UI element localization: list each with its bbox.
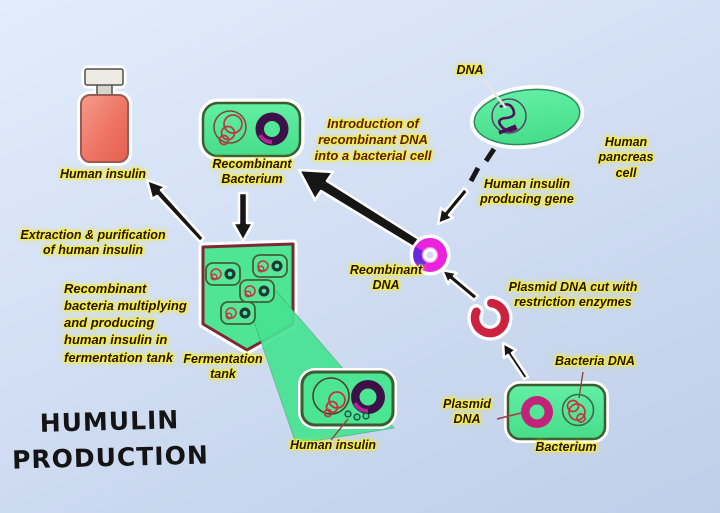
bacteria-dna-squiggle [566, 399, 586, 423]
label-human-insulin-bottle: Human insulin [59, 167, 147, 181]
tank-bacteria-icons [205, 254, 288, 325]
label-bacterium: Bacterium [535, 440, 597, 454]
label-plasmid-dna: Plasmid DNA [443, 397, 491, 427]
recombinant-plasmid-squiggle [218, 114, 243, 146]
arrow-dna-to-bacterium [297, 168, 421, 249]
label-recombinant-bacterium: Recombinant Bacterium [212, 157, 292, 187]
bacterium-icon [496, 371, 609, 443]
label-dna: DNA [456, 63, 484, 77]
enlarged-squiggle [323, 391, 346, 418]
label-extraction: Extraction & purification of human insul… [20, 228, 166, 258]
pancreas-cell-icon [469, 79, 585, 150]
enlarged-bacterium-icon [298, 368, 397, 441]
insulin-bottle-icon [77, 65, 132, 166]
label-human-insulin-product: Human insulin [289, 438, 377, 452]
dna-pointer-line [483, 79, 507, 109]
plasmid-dna-pointer-line [496, 412, 522, 420]
label-human-pancreas-cell: Human pancreas cell [598, 135, 654, 180]
process-arrows [145, 147, 530, 381]
bacteria-dna-pointer-line [578, 371, 584, 399]
arrow-dash-1 [483, 147, 497, 163]
arrow-gene-to-ring-head [436, 186, 470, 226]
label-insulin-gene: Human insulin producing gene [480, 177, 574, 207]
arrow-tank-to-bottle [145, 178, 206, 244]
insulin-dots [344, 410, 370, 421]
label-recombinant-dna: Reombinant DNA [349, 263, 423, 293]
label-plasmid-cut: Plasmid DNA cut with restriction enzymes [508, 280, 638, 310]
arrow-bacterium-to-tank [231, 191, 255, 243]
arrow-bacterium-to-plasmid [501, 341, 530, 381]
recombinant-dna-ring-icon [409, 234, 451, 276]
label-fermentation-tank: Fermentation tank [183, 352, 263, 382]
label-bacteria-dna: Bacteria DNA [555, 354, 635, 368]
label-introduction: Introduction of recombinant DNA into a b… [314, 116, 432, 163]
label-multiplying: Recombinant bacteria multiplying and pro… [64, 281, 187, 365]
arrow-plasmid-to-ring [440, 268, 480, 302]
diagram-title: HUMULIN PRODUCTION [11, 405, 210, 475]
cut-plasmid-icon [467, 295, 513, 341]
arrow-dash-2 [468, 166, 481, 183]
recombinant-bacterium-icon [198, 98, 305, 161]
pancreas-dna-squiggle [498, 103, 518, 135]
insulin-pointer-line [330, 418, 349, 441]
